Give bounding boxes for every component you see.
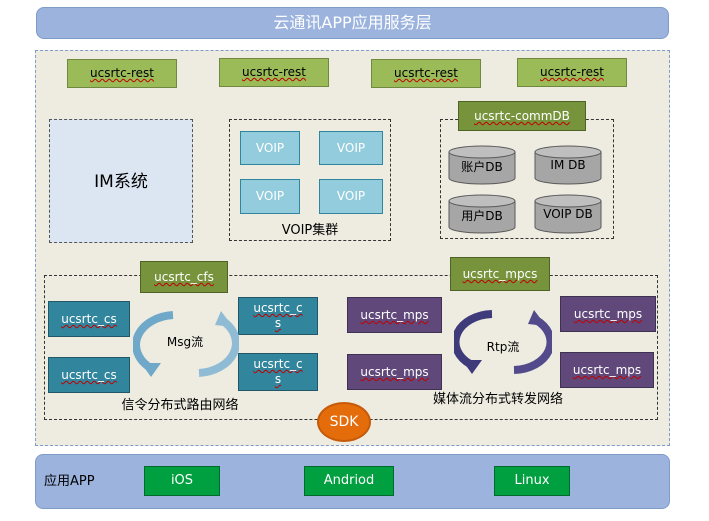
signal-network-label: 信令分布式路由网络: [121, 398, 239, 413]
cs-node-4-line2: s: [274, 372, 282, 386]
voip-cluster-label: VOIP集群: [281, 223, 339, 238]
db-user-label: 用户DB: [461, 209, 503, 223]
voip-node-4: VOIP: [319, 179, 383, 214]
mps-node-2: ucsrtc_mps: [347, 354, 442, 390]
db-im: IM DB: [534, 145, 602, 185]
voip-node-2: VOIP: [319, 131, 383, 165]
rtp-flow-label: Rtp流: [486, 340, 520, 354]
cfs-node: ucsrtc_cfs: [140, 261, 228, 293]
cs-node-4-line1: ucsrtc_c: [253, 357, 303, 371]
rtp-flow-arrows-icon: [454, 310, 552, 374]
database-icon: [448, 145, 516, 185]
im-system: IM系统: [49, 119, 193, 243]
cs-node-3-line1: ucsrtc_c: [253, 301, 303, 315]
cs-node-4: ucsrtc_c s: [238, 353, 318, 391]
sdk-node: SDK: [317, 402, 371, 442]
mpcs-node: ucsrtc_mpcs: [450, 257, 550, 291]
voip-node-1: VOIP: [240, 131, 300, 165]
db-user: 用户DB: [448, 194, 516, 234]
msg-flow-label: Msg流: [166, 335, 204, 349]
voip-node-3: VOIP: [240, 179, 300, 214]
msg-flow-arrows-icon: [133, 311, 239, 377]
db-account-label: 账户DB: [461, 160, 503, 174]
cs-node-3: ucsrtc_c s: [238, 297, 318, 335]
mps-node-3: ucsrtc_mps: [560, 296, 656, 332]
cs-node-3-line2: s: [274, 316, 282, 330]
layer-title: 云通讯APP应用服务层: [36, 7, 669, 39]
db-voip-label: VOIP DB: [543, 207, 593, 221]
media-network-label: 媒体流分布式转发网络: [432, 392, 563, 407]
mps-node-1: ucsrtc_mps: [347, 297, 442, 333]
database-icon: [534, 145, 602, 185]
voip-cluster: [229, 119, 391, 241]
cs-node-1: ucsrtc_cs: [48, 301, 130, 337]
db-account: 账户DB: [448, 145, 516, 185]
mps-node-4: ucsrtc_mps: [560, 352, 654, 388]
platform-ios: iOS: [144, 466, 220, 496]
database-icon: [448, 194, 516, 234]
rest-node-2: ucsrtc-rest: [219, 58, 329, 87]
rest-node-3: ucsrtc-rest: [371, 59, 481, 88]
rest-node-1: ucsrtc-rest: [67, 59, 177, 88]
commdb-label: ucsrtc-commDB: [458, 101, 586, 131]
platform-android: Andriod: [304, 466, 394, 496]
db-voip: VOIP DB: [534, 194, 602, 234]
cs-node-2: ucsrtc_cs: [48, 357, 130, 393]
db-im-label: IM DB: [550, 158, 586, 172]
rest-node-4: ucsrtc-rest: [517, 58, 627, 87]
database-icon: [534, 194, 602, 234]
platform-linux: Linux: [494, 466, 570, 496]
app-layer-label: 应用APP: [44, 474, 95, 489]
